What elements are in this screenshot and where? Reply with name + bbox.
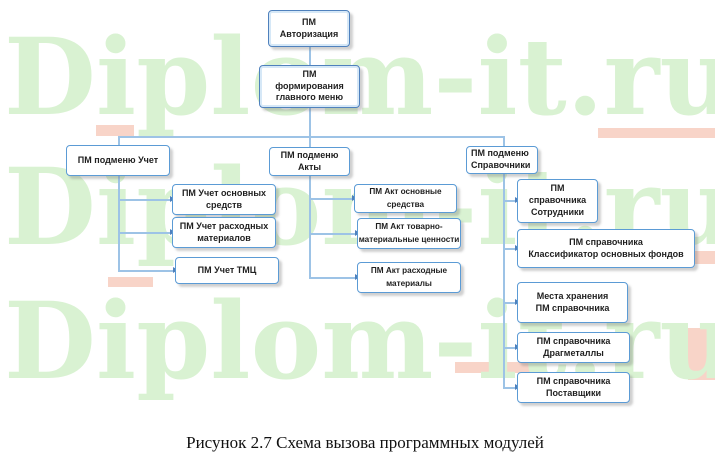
node-label-line: ПМ подменю Учет xyxy=(77,154,159,165)
node-label-line: материалов xyxy=(197,232,251,243)
node-label-line: ПМ справочника xyxy=(536,375,611,386)
node-label-line: ПМ Акт основные xyxy=(369,186,442,196)
node-submenu-uchet: ПМ подменю Учет xyxy=(66,145,170,176)
node-label-line: Драгметаллы xyxy=(543,347,604,358)
node-label-line: средств xyxy=(205,199,243,210)
node-label-line: ПМ Учет расходных xyxy=(179,220,269,231)
watermark-underline xyxy=(455,362,530,373)
node-label-line: Места хранения xyxy=(536,290,609,301)
connector xyxy=(118,270,173,272)
node-label-line: ПМ xyxy=(550,183,565,194)
watermark-underline xyxy=(108,277,153,287)
connector xyxy=(118,232,170,234)
node-label-line: ПМ xyxy=(302,16,316,27)
connector xyxy=(309,233,355,235)
node-akt-osnovnye-sredstva: ПМ Акт основные средства xyxy=(354,184,457,213)
connector xyxy=(118,176,120,271)
node-akt-tovarno-materialnye: ПМ Акт товарно-материальные ценности xyxy=(357,218,461,249)
node-label-line: Сотрудники xyxy=(530,206,585,217)
node-label-line: ПМ подменю xyxy=(280,149,339,160)
node-uchet-tmc: ПМ Учет ТМЦ xyxy=(175,257,279,284)
watermark-underline xyxy=(598,128,715,138)
connector xyxy=(118,136,503,138)
node-label-line: ПМ xyxy=(302,68,317,79)
connector xyxy=(503,174,505,387)
node-label-line: главного меню xyxy=(275,92,344,103)
node-label-line: материалы xyxy=(386,278,432,288)
node-akt-rashodnye-materialy: ПМ Акт расходные материалы xyxy=(357,262,461,293)
node-label-line: Акты xyxy=(297,161,322,172)
node-label-line: ПМ Учет основных xyxy=(181,187,267,198)
connector xyxy=(118,136,120,145)
connector xyxy=(309,47,311,65)
node-label-line: формирования xyxy=(275,80,344,91)
connector xyxy=(503,302,515,304)
connector xyxy=(309,277,355,279)
node-label-line: ПМ подменю xyxy=(471,148,529,159)
node-label-line: Справочники xyxy=(471,160,531,170)
node-label-line: ПМ справочника xyxy=(569,236,643,247)
connector xyxy=(503,248,515,250)
connector xyxy=(309,198,352,200)
node-label-line: Авторизация xyxy=(279,28,339,39)
connector xyxy=(503,387,515,389)
node-label-line: ПМ Акт товарно- xyxy=(375,221,443,231)
connector xyxy=(503,136,505,146)
watermark-underline xyxy=(688,328,715,380)
node-label-line: материальные ценности xyxy=(358,234,460,244)
connector xyxy=(309,108,311,137)
node-label-line: Поставщики xyxy=(546,387,601,398)
connector xyxy=(503,200,515,202)
figure-caption: Рисунок 2.7 Схема вызова программных мод… xyxy=(186,433,544,452)
node-label-line: ПМ справочника xyxy=(535,302,610,313)
connector xyxy=(503,347,515,349)
connector xyxy=(309,136,311,147)
node-label-line: средства xyxy=(386,199,425,209)
connector xyxy=(118,199,170,201)
node-label-line: ПМ Учет ТМЦ xyxy=(197,264,257,275)
connector xyxy=(309,176,311,277)
node-label-line: ПМ Акт расходные xyxy=(370,265,448,275)
watermark-underline xyxy=(96,125,134,136)
node-label-line: Классификатор основных фондов xyxy=(528,248,684,259)
node-label-line: ПМ справочника xyxy=(536,335,611,346)
node-label-line: справочника xyxy=(528,195,587,206)
